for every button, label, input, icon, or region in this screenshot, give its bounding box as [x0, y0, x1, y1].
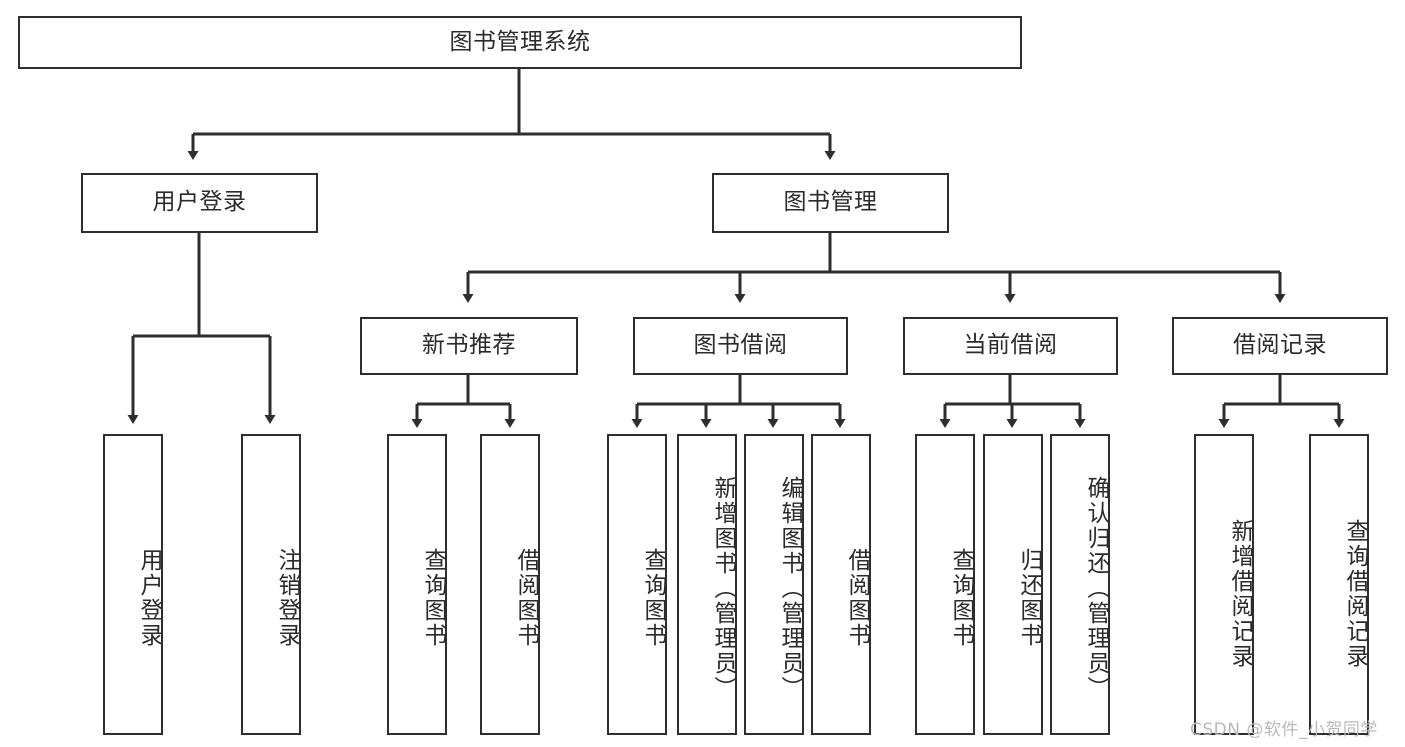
- node-leaf-return-book[interactable]: 归还图书: [983, 434, 1043, 735]
- node-leaf-edit-book-admin-label: 编辑图书（管理员）: [777, 476, 803, 701]
- node-leaf-confirm-return-admin-label: 确认归还（管理员）: [1083, 476, 1109, 701]
- node-leaf-add-borrow-record-label: 新增借阅记录: [1227, 518, 1253, 669]
- node-book-management[interactable]: 图书管理: [712, 173, 949, 233]
- node-book-borrow-label: 图书借阅: [693, 332, 788, 359]
- node-leaf-add-book-admin-label: 新增图书（管理员）: [710, 476, 736, 701]
- node-new-book-recommend-label: 新书推荐: [422, 332, 516, 359]
- node-root-label: 图书管理系统: [449, 28, 591, 55]
- node-leaf-borrow-book-1[interactable]: 借阅图书: [480, 434, 540, 735]
- node-new-book-recommend[interactable]: 新书推荐: [360, 317, 578, 375]
- node-leaf-user-login-label: 用户登录: [136, 547, 162, 648]
- node-leaf-borrow-book-2-label: 借阅图书: [844, 547, 870, 648]
- node-leaf-logout-login[interactable]: 注销登录: [241, 434, 301, 735]
- node-leaf-return-book-label: 归还图书: [1016, 547, 1042, 648]
- node-leaf-confirm-return-admin[interactable]: 确认归还（管理员）: [1050, 434, 1110, 735]
- node-leaf-query-book-3-label: 查询图书: [948, 547, 974, 648]
- node-borrow-record[interactable]: 借阅记录: [1172, 317, 1388, 375]
- node-leaf-user-login[interactable]: 用户登录: [103, 434, 163, 735]
- node-current-borrow[interactable]: 当前借阅: [903, 317, 1118, 375]
- node-leaf-query-book-1-label: 查询图书: [420, 547, 446, 648]
- node-leaf-query-book-3[interactable]: 查询图书: [915, 434, 975, 735]
- node-leaf-logout-login-label: 注销登录: [274, 547, 300, 648]
- node-leaf-edit-book-admin[interactable]: 编辑图书（管理员）: [744, 434, 804, 735]
- node-leaf-query-book-1[interactable]: 查询图书: [387, 434, 447, 735]
- node-leaf-query-borrow-record-label: 查询借阅记录: [1342, 518, 1368, 669]
- node-leaf-query-book-2[interactable]: 查询图书: [607, 434, 667, 735]
- node-user-login[interactable]: 用户登录: [81, 173, 318, 233]
- node-leaf-add-book-admin[interactable]: 新增图书（管理员）: [677, 434, 737, 735]
- node-current-borrow-label: 当前借阅: [963, 332, 1058, 359]
- node-book-borrow[interactable]: 图书借阅: [633, 317, 848, 375]
- node-leaf-borrow-book-2[interactable]: 借阅图书: [811, 434, 871, 735]
- node-leaf-add-borrow-record[interactable]: 新增借阅记录: [1194, 434, 1254, 735]
- node-leaf-query-book-2-label: 查询图书: [640, 547, 666, 648]
- node-borrow-record-label: 借阅记录: [1233, 332, 1327, 359]
- node-user-login-label: 用户登录: [152, 189, 247, 216]
- node-book-management-label: 图书管理: [783, 189, 878, 216]
- node-leaf-query-borrow-record[interactable]: 查询借阅记录: [1309, 434, 1369, 735]
- node-root[interactable]: 图书管理系统: [18, 16, 1022, 69]
- csdn-watermark: CSDN @软件_小贺同学: [1190, 720, 1378, 740]
- node-leaf-borrow-book-1-label: 借阅图书: [513, 547, 539, 648]
